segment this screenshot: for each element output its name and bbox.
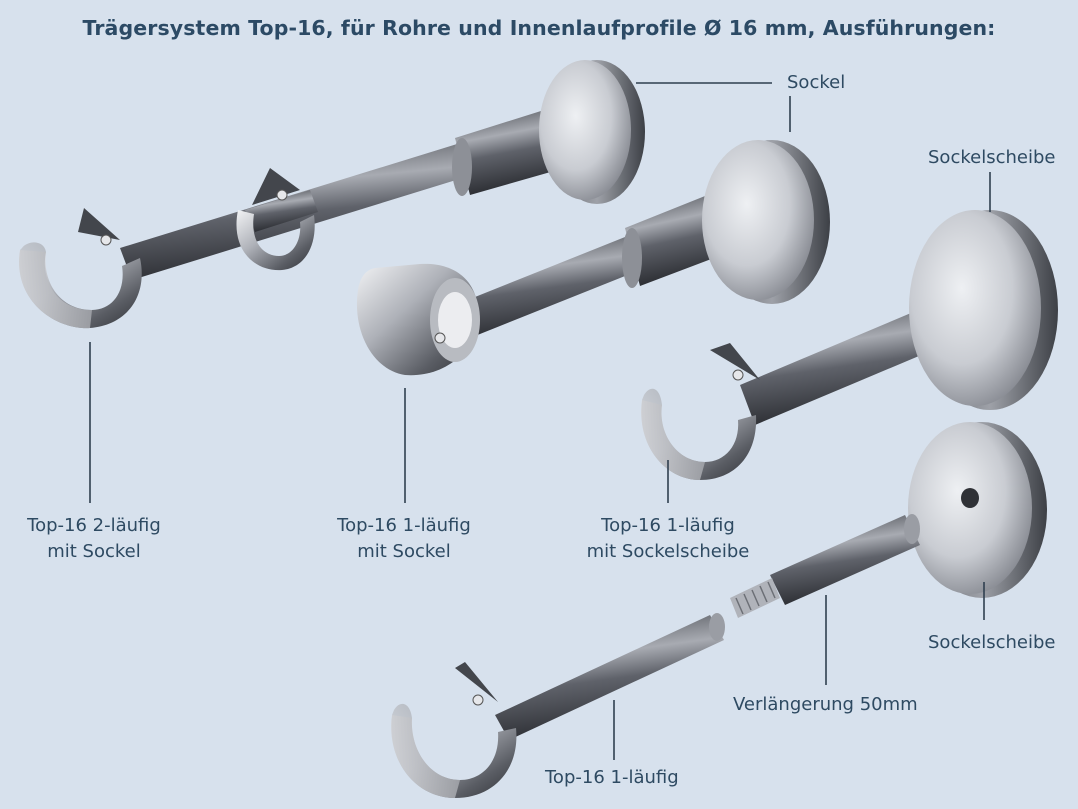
label-sockelscheibe-bottom: Sockelscheibe	[928, 632, 1056, 653]
label-top16-1-mit-sockel: Top-16 1-läufig mit Sockel	[310, 513, 498, 565]
page-title: Trägersystem Top-16, für Rohre und Innen…	[82, 16, 996, 40]
label-top16-2-line2: mit Sockel	[47, 541, 141, 562]
bracket-double-with-base	[19, 60, 645, 329]
label-top16-1-laeufig: Top-16 1-läufig	[545, 767, 679, 788]
leader-lines	[89, 82, 991, 760]
label-top16-1-sockel-line2: mit Sockel	[357, 541, 451, 562]
label-sockel: Sockel	[787, 72, 846, 93]
extension-parts	[391, 422, 1047, 798]
label-top16-2-line1: Top-16 2-läufig	[27, 515, 161, 536]
label-top16-1-scheibe-line2: mit Sockelscheibe	[586, 541, 750, 562]
label-top16-1-sockel-line1: Top-16 1-läufig	[337, 515, 471, 536]
label-top16-2-laeufig: Top-16 2-läufig mit Sockel	[0, 513, 188, 565]
label-verlaengerung: Verlängerung 50mm	[733, 694, 918, 715]
bracket-single-with-disc	[641, 210, 1058, 480]
label-sockelscheibe-top: Sockelscheibe	[928, 147, 1056, 168]
label-top16-1-scheibe-line1: Top-16 1-läufig	[601, 515, 735, 536]
bracket-single-with-base	[356, 140, 830, 376]
label-top16-1-mit-sockelscheibe: Top-16 1-läufig mit Sockelscheibe	[570, 513, 766, 565]
